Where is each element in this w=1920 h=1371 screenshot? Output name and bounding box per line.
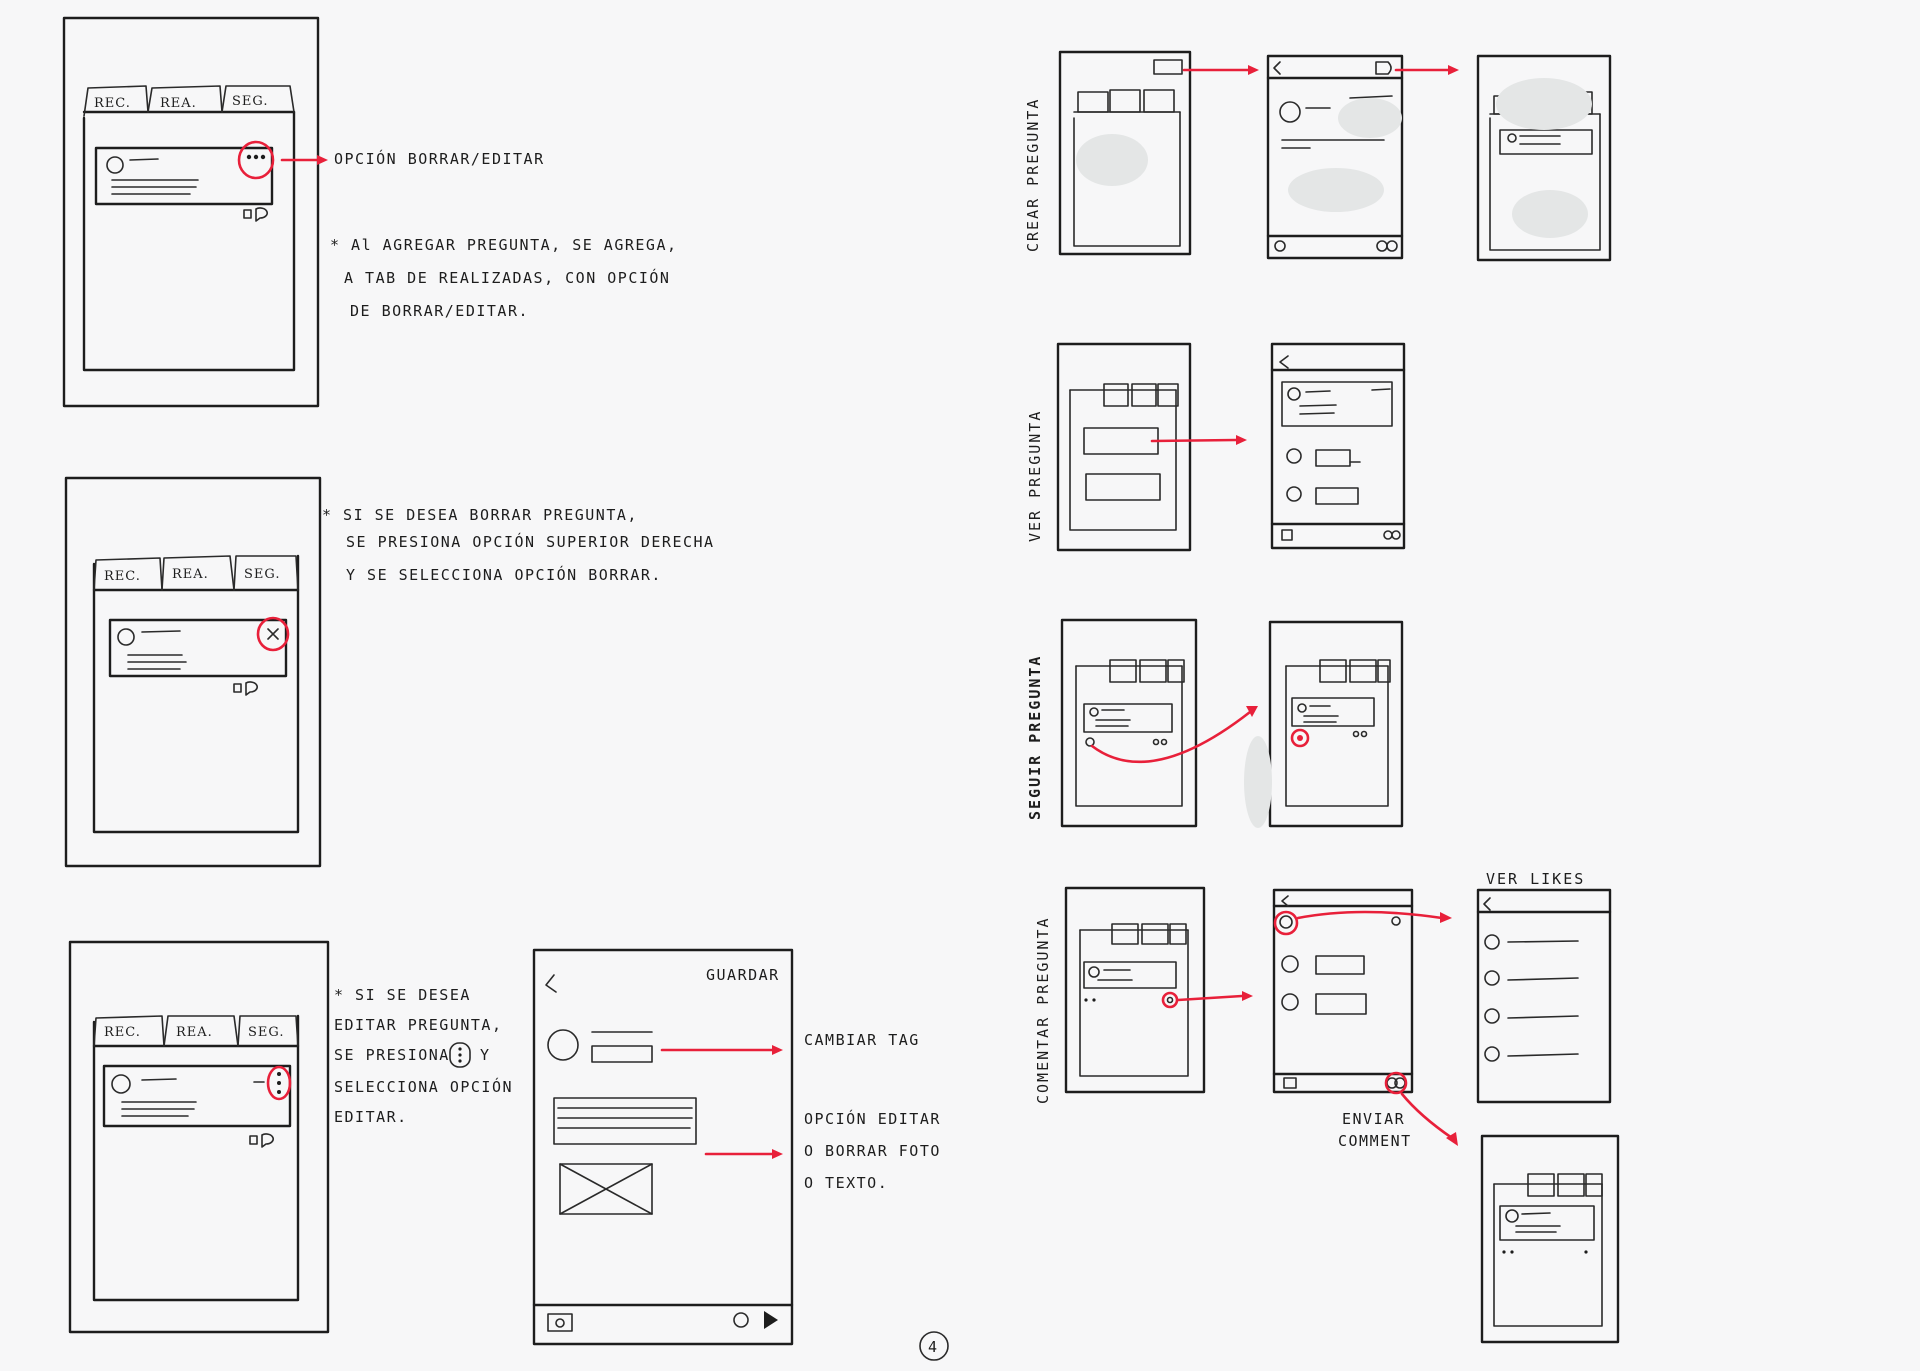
tag-box [591, 1045, 653, 1063]
page-number-circle [919, 1331, 949, 1361]
flow-label-ver: VER PREGUNTA [1026, 410, 1044, 542]
comment-tap-highlight [1161, 991, 1179, 1009]
flow-seguir-screens [1060, 618, 1404, 828]
likes-tap-highlight [1273, 910, 1299, 936]
followed-dot [1297, 735, 1303, 741]
tab-rea[interactable]: REA. [160, 96, 197, 111]
tab-seg-3[interactable]: SEG. [248, 1025, 284, 1040]
flow-label-crear: CREAR PREGUNTA [1024, 98, 1042, 252]
comment-icon-3 [261, 1133, 274, 1148]
tab-seg-2[interactable]: SEG. [244, 567, 280, 582]
note-edit-photo-1: OPCIÓN EDITAR [804, 1109, 941, 1128]
send-comment-label-1: ENVIAR [1342, 1110, 1405, 1128]
flow-comentar-screens [1064, 886, 1620, 1344]
tab-seg[interactable]: SEG. [232, 94, 268, 109]
flow-crear-screens [1058, 50, 1612, 262]
note-edit-4: SELECCIONA OPCIÓN [334, 1077, 513, 1096]
wireframe-delete-question: REC. REA. SEG. [64, 476, 322, 868]
comment-icon-2 [245, 681, 258, 696]
like-icon-2 [233, 683, 242, 693]
note-edit-photo-2: O BORRAR FOTO [804, 1142, 941, 1160]
tab-rea-2[interactable]: REA. [172, 567, 209, 582]
delete-option-highlight [256, 616, 290, 652]
note-delete-1: * SI SE DESEA BORRAR PREGUNTA, [322, 506, 638, 524]
back-icon [545, 974, 557, 993]
note-edit-1: * SI SE DESEA [334, 986, 471, 1004]
note-delete-3: Y SE SELECCIONA OPCIÓN BORRAR. [346, 565, 662, 584]
wireframe-realizadas-list: REC. REA. SEG. [62, 16, 328, 408]
flow-label-seguir: SEGUIR PREGUNTA [1026, 655, 1044, 820]
note-edit-3: SE PRESIONA [334, 1046, 450, 1064]
kebab-highlight [266, 1065, 292, 1101]
note-edit-5: EDITAR. [334, 1108, 408, 1126]
ver-likes-label: VER LIKES [1486, 870, 1585, 888]
page-number: 4 [928, 1338, 939, 1356]
avatar [106, 156, 124, 174]
camera-icon [547, 1313, 573, 1332]
tab-rec-2[interactable]: REC. [104, 569, 141, 584]
note-add-question-1: * Al AGREGAR PREGUNTA, SE AGREGA, [330, 236, 678, 254]
tab-rea-3[interactable]: REA. [176, 1025, 213, 1040]
send-tap-highlight [1384, 1071, 1408, 1095]
note-edit-2: EDITAR PREGUNTA, [334, 1016, 503, 1034]
question-card-2 [108, 618, 288, 678]
note-add-question-3: DE BORRAR/EDITAR. [350, 302, 529, 320]
follow-dot [1085, 737, 1095, 747]
question-card-3 [102, 1064, 292, 1128]
image-placeholder [559, 1163, 653, 1215]
more-options-highlight [237, 140, 275, 180]
save-label[interactable]: GUARDAR [706, 966, 780, 984]
like-icon-3 [249, 1135, 258, 1145]
avatar-edit [547, 1029, 579, 1061]
tab-rec[interactable]: REC. [94, 96, 131, 111]
send-comment-label-2: COMMENT [1338, 1132, 1412, 1150]
note-delete-2: SE PRESIONA OPCIÓN SUPERIOR DERECHA [346, 532, 715, 551]
flow-label-comentar: COMENTAR PREGUNTA [1034, 916, 1052, 1104]
note-edit-3b: Y [480, 1046, 491, 1064]
like-icon [243, 209, 252, 219]
publish-button [1375, 61, 1392, 75]
send-icon [764, 1311, 778, 1329]
question-card-ver [1083, 427, 1159, 455]
note-change-tag: CAMBIAR TAG [804, 1031, 920, 1049]
comment-icon [255, 207, 268, 222]
emoji-icon [733, 1312, 749, 1328]
text-block [553, 1097, 697, 1145]
wireframe-edit-screen [532, 948, 794, 1346]
close-icon [267, 628, 279, 640]
note-edit-photo-3: O TEXTO. [804, 1174, 888, 1192]
new-question-button [1153, 59, 1183, 75]
flow-ver-screens [1056, 342, 1406, 552]
back-icon-c2 [1273, 61, 1281, 75]
note-option-delete-edit: OPCIÓN BORRAR/EDITAR [334, 149, 545, 168]
wireframe-edit-question: REC. REA. SEG. [68, 940, 330, 1334]
kebab-menu-icon [449, 1042, 471, 1068]
tab-rec-3[interactable]: REC. [104, 1025, 141, 1040]
note-add-question-2: A TAB DE REALIZADAS, CON OPCIÓN [344, 268, 670, 287]
question-card [94, 146, 274, 206]
